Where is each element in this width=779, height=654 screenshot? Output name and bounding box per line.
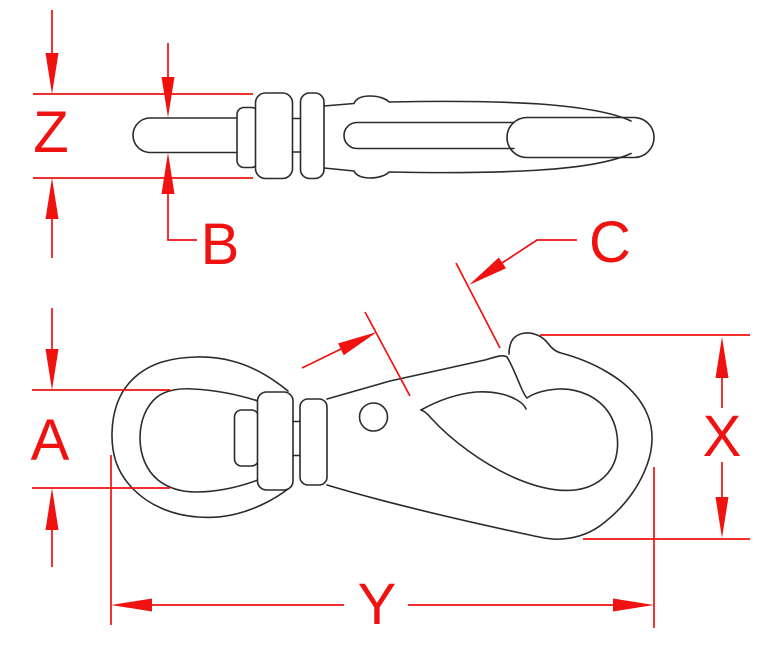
eye-inner-opening — [139, 387, 259, 493]
gate-lower-edge — [420, 391, 527, 411]
collar-2 — [299, 398, 328, 486]
top-view-collar-1 — [254, 92, 294, 180]
dimension-x — [540, 334, 750, 540]
top-view-body-outline — [323, 95, 632, 179]
top-view-end-recess — [506, 116, 655, 159]
dim-label-a: A — [30, 408, 70, 473]
collar-1 — [256, 391, 294, 491]
rivet-hole — [358, 402, 389, 432]
dimension-z — [33, 10, 253, 258]
collar-pin-lines — [292, 420, 301, 457]
stem-head — [233, 409, 260, 467]
hook-outer-outline — [326, 332, 653, 541]
dim-label-y: Y — [357, 572, 397, 637]
top-view-gate-slot — [343, 121, 515, 150]
eye-outer-outline — [111, 356, 289, 519]
dim-label-x: X — [702, 404, 742, 469]
dimension-y — [110, 455, 655, 628]
dim-label-z: Z — [33, 100, 69, 165]
dimension-b — [161, 43, 197, 241]
top-view-collar-2 — [299, 92, 325, 180]
top-view-part — [132, 92, 655, 180]
dimension-c — [301, 239, 577, 397]
front-view-part — [111, 332, 653, 541]
dim-label-b: B — [200, 212, 240, 277]
dimension-a — [32, 308, 170, 567]
dim-label-c: C — [589, 210, 631, 275]
top-view-eye-shaft — [132, 117, 251, 154]
body-and-gate-top-edge — [326, 354, 619, 492]
top-view-neck-lines — [291, 117, 302, 153]
